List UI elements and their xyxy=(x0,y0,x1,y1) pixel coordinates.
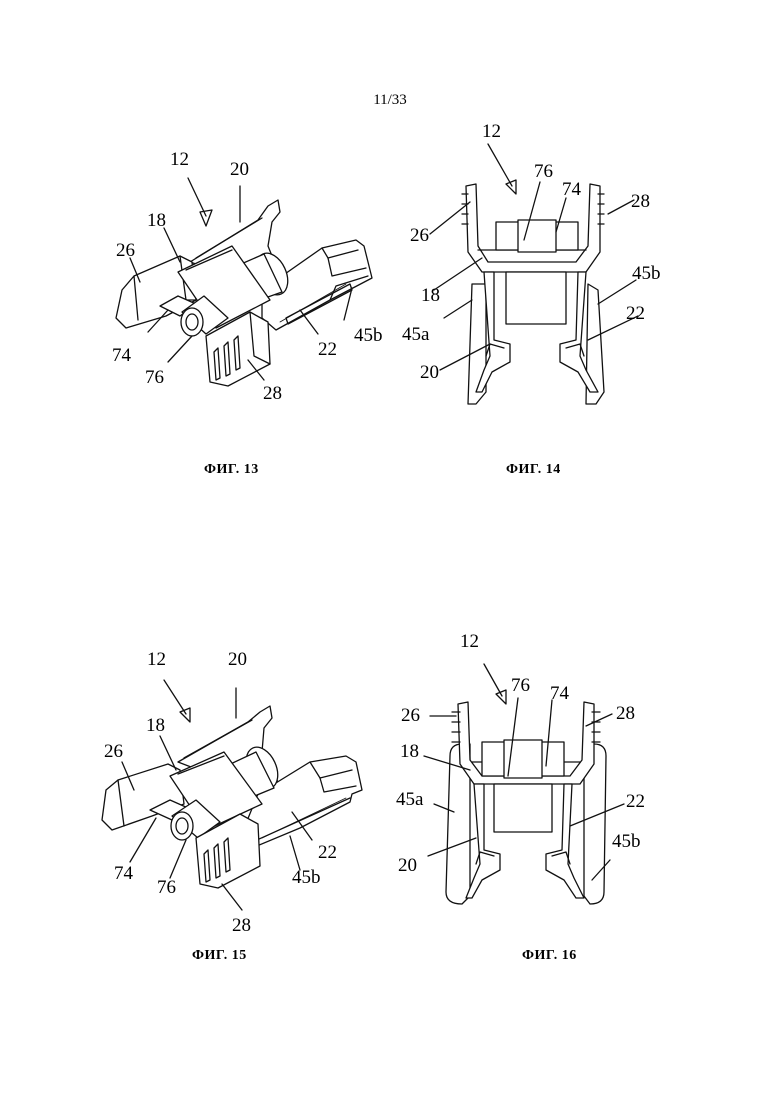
label-28: 28 xyxy=(631,192,650,211)
figure-14-drawing xyxy=(390,0,780,500)
label-20: 20 xyxy=(398,856,417,875)
figure-15: 12 20 18 26 74 76 28 22 45b ФИГ. 15 xyxy=(0,500,390,1000)
figure-16-caption: ФИГ. 16 xyxy=(522,948,577,964)
label-18: 18 xyxy=(421,286,440,305)
label-26: 26 xyxy=(401,706,420,725)
label-26: 26 xyxy=(104,742,123,761)
label-22: 22 xyxy=(626,304,645,323)
figure-14-caption: ФИГ. 14 xyxy=(506,462,561,478)
label-74: 74 xyxy=(114,864,133,883)
figure-13-drawing xyxy=(0,0,390,500)
label-26: 26 xyxy=(410,226,429,245)
label-20: 20 xyxy=(228,650,247,669)
label-45a: 45a xyxy=(396,790,423,809)
label-12: 12 xyxy=(482,122,501,141)
label-28: 28 xyxy=(263,384,282,403)
label-45b: 45b xyxy=(612,832,641,851)
label-18: 18 xyxy=(400,742,419,761)
label-22: 22 xyxy=(318,340,337,359)
label-45b: 45b xyxy=(292,868,321,887)
label-12: 12 xyxy=(147,650,166,669)
figure-14: 12 76 74 28 26 18 45b 22 45a 20 ФИГ. 14 xyxy=(390,0,780,500)
label-18: 18 xyxy=(147,211,166,230)
label-18: 18 xyxy=(146,716,165,735)
label-26: 26 xyxy=(116,241,135,260)
figure-13: 12 20 18 26 74 76 28 22 45b ФИГ. 13 xyxy=(0,0,390,500)
label-22: 22 xyxy=(318,843,337,862)
label-20: 20 xyxy=(230,160,249,179)
figure-15-drawing xyxy=(0,500,390,1000)
figure-13-caption: ФИГ. 13 xyxy=(204,462,259,478)
label-20: 20 xyxy=(420,363,439,382)
label-45a: 45a xyxy=(402,325,429,344)
figure-15-caption: ФИГ. 15 xyxy=(192,948,247,964)
label-76: 76 xyxy=(145,368,164,387)
label-74: 74 xyxy=(112,346,131,365)
figure-16-drawing xyxy=(390,500,780,1000)
label-12: 12 xyxy=(460,632,479,651)
label-76: 76 xyxy=(157,878,176,897)
label-12: 12 xyxy=(170,150,189,169)
label-76: 76 xyxy=(511,676,530,695)
label-74: 74 xyxy=(550,684,569,703)
figure-16: 12 76 74 26 28 18 45a 22 20 45b ФИГ. 16 xyxy=(390,500,780,1000)
label-74: 74 xyxy=(562,180,581,199)
label-28: 28 xyxy=(232,916,251,935)
label-76: 76 xyxy=(534,162,553,181)
label-45b: 45b xyxy=(354,326,383,345)
label-28: 28 xyxy=(616,704,635,723)
label-22: 22 xyxy=(626,792,645,811)
label-45b: 45b xyxy=(632,264,661,283)
